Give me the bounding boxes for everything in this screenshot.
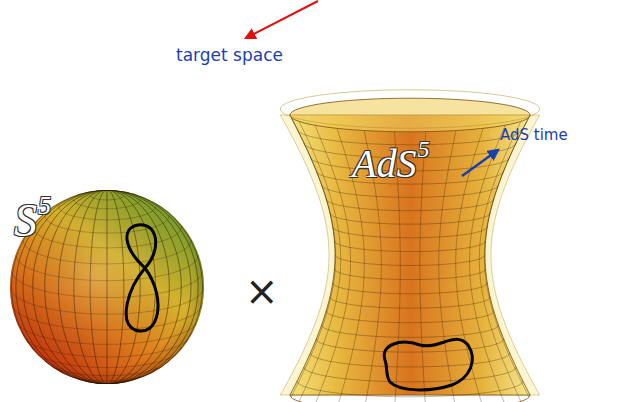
ads-time-label: AdS time (500, 126, 568, 144)
sphere-label: S (14, 194, 37, 247)
dimension-superscript: 5 (417, 136, 429, 163)
string-loop (126, 225, 158, 331)
sphere-s5 (10, 190, 204, 384)
pointer-arrow (462, 150, 498, 176)
ads-label: AdS (352, 140, 416, 187)
target-space-label: target space (176, 45, 283, 65)
pointer-arrow (246, 1, 318, 38)
dimension-superscript: 5 (38, 191, 51, 221)
product-sign: × (245, 268, 279, 314)
string-loop (384, 339, 472, 390)
